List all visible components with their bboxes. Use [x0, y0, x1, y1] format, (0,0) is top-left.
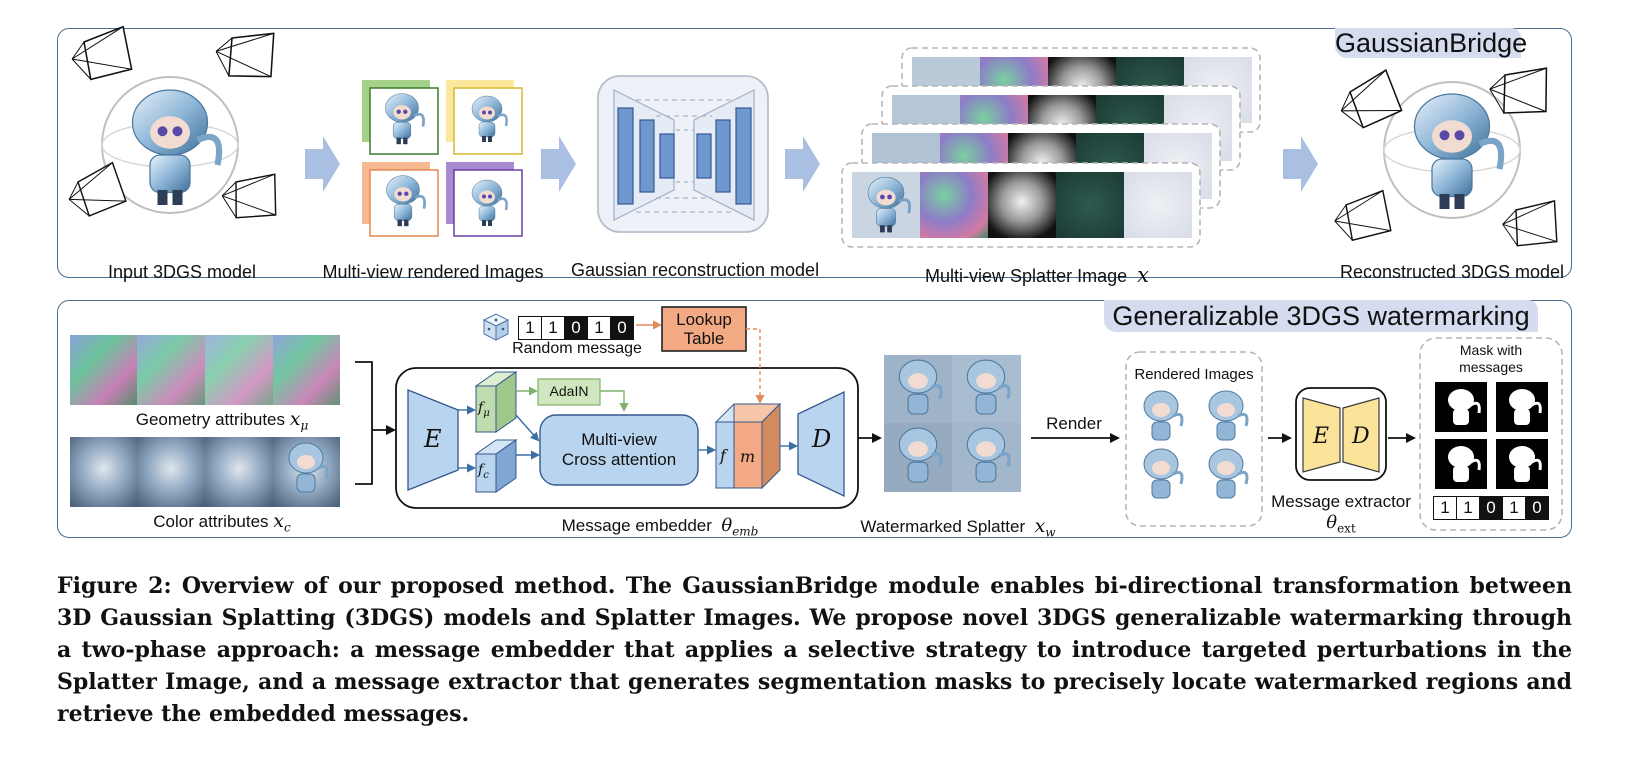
color-attributes-strip: [70, 437, 340, 507]
message-bit: 0: [565, 317, 588, 339]
cross-attention-line-2: Cross attention: [561, 450, 677, 469]
geometry-attributes-label: Geometry attributes xμ: [136, 408, 309, 432]
flow-arrow: [305, 136, 340, 192]
extracted-bit: 1: [1434, 497, 1457, 519]
lookup-table-label: Lookup Table: [662, 310, 746, 348]
extractor-decoder: [1342, 397, 1380, 473]
adain-block: [537, 378, 601, 406]
f-c-sub: c: [483, 469, 489, 481]
extracted-bit: 0: [1526, 497, 1548, 519]
input-3dgs-label: Input 3DGS model: [107, 262, 257, 282]
watermarked-sym: x: [1034, 515, 1046, 537]
bottom-panel-graphics: [70, 306, 1563, 531]
message-bit: 1: [542, 317, 565, 339]
message-extractor-label: Message extractor: [1271, 492, 1411, 511]
embedder-text: Message embedder: [561, 516, 712, 535]
mask-title-line-1: Mask with: [1459, 342, 1523, 358]
geometry-sub: μ: [300, 418, 309, 433]
lookup-line-1: Lookup: [676, 310, 732, 329]
f-mu-sub: μ: [483, 407, 490, 419]
f-label: f: [720, 446, 726, 465]
extracted-bit: 1: [1457, 497, 1480, 519]
flow-arrow: [785, 136, 820, 192]
f-mu-f: f: [478, 400, 484, 416]
splatter-label-text: Multi-view Splatter Image: [925, 266, 1128, 286]
embedder-sub: emb: [732, 524, 759, 539]
geometry-attributes-strip: [70, 335, 340, 405]
m-label: m: [740, 447, 756, 466]
embedder-encoder: [407, 389, 459, 491]
message-embedder-label: Message embedder θemb: [562, 515, 759, 538]
reconstructed-label: Reconstructed 3DGS model: [1339, 262, 1565, 282]
color-attributes-label: Color attributes xc: [153, 510, 290, 534]
extractor-e-label: E: [1313, 424, 1330, 449]
message-bit: 1: [519, 317, 542, 339]
multiview-images-label: Multi-view rendered Images: [322, 262, 544, 282]
extractor-theta: θext: [1326, 512, 1356, 536]
multiview-rendered-images: [362, 80, 523, 237]
extracted-bit: 0: [1480, 497, 1503, 519]
watermarked-text: Watermarked Splatter: [860, 517, 1026, 536]
cross-attention-line-1: Multi-view: [581, 430, 657, 449]
message-bit: 1: [588, 317, 611, 339]
f-c-label: fc: [478, 462, 489, 481]
cross-attention-label: Multi-view Cross attention: [540, 430, 698, 470]
flow-arrow: [541, 136, 576, 192]
extractor-sub: ext: [1337, 521, 1356, 536]
embedder-decoder: [797, 390, 845, 498]
gaussianbridge-title: GaussianBridge: [1335, 28, 1528, 58]
m-block: [733, 421, 763, 489]
watermarked-splatter-grid: [884, 355, 1021, 492]
color-sym: x: [273, 510, 284, 532]
figure-caption: Figure 2: Overview of our proposed metho…: [57, 573, 1572, 727]
extracted-message-bits: 1 1 0 1 0: [1433, 496, 1549, 520]
multiview-splatter-image: [841, 47, 1261, 248]
f-c-block: [475, 453, 497, 493]
f-c-f: f: [478, 462, 484, 478]
rendered-images-label: Rendered Images: [1134, 366, 1254, 383]
watermarking-title: Generalizable 3DGS watermarking: [1104, 300, 1538, 332]
color-text: Color attributes: [153, 512, 269, 531]
extracted-bit: 1: [1503, 497, 1526, 519]
splatter-symbol: x: [1137, 263, 1149, 287]
f-mu-block: [475, 385, 497, 433]
geometry-sym: x: [289, 408, 301, 430]
encoder-e-label: E: [424, 425, 442, 453]
input-3dgs-model: [64, 19, 284, 226]
dice-icon: [482, 313, 510, 341]
extractor-encoder: [1302, 397, 1341, 473]
watermarked-sub: w: [1045, 525, 1056, 540]
flow-arrow: [1283, 136, 1318, 192]
adain-label: AdaIN: [549, 383, 589, 399]
extractor-d-label: D: [1352, 424, 1370, 449]
color-sub: c: [284, 520, 291, 535]
embedder-sym: θ: [721, 515, 733, 536]
render-label: Render: [1046, 414, 1102, 433]
gaussian-reconstruction-model: [597, 75, 769, 233]
recon-model-label: Gaussian reconstruction model: [570, 260, 820, 280]
reconstructed-3dgs-model: [1334, 56, 1564, 252]
mask-title: Mask with messages: [1420, 342, 1562, 376]
extractor-sym: θ: [1326, 512, 1338, 533]
decoder-d-label: D: [812, 425, 832, 453]
random-message-bits: 1 1 0 1 0: [518, 316, 634, 340]
f-mu-label: fμ: [478, 400, 490, 419]
lookup-line-2: Table: [683, 329, 725, 348]
mask-title-line-2: messages: [1459, 359, 1523, 375]
top-panel-graphics: [64, 19, 1564, 252]
splatter-image-label: Multi-view Splatter Image x: [925, 263, 1149, 287]
watermarked-splatter-label: Watermarked Splatter xw: [860, 515, 1055, 539]
random-message-label: Random message: [512, 340, 642, 357]
geometry-text: Geometry attributes: [135, 410, 286, 429]
message-bit: 0: [611, 317, 633, 339]
lookup-table-block: [661, 306, 747, 352]
